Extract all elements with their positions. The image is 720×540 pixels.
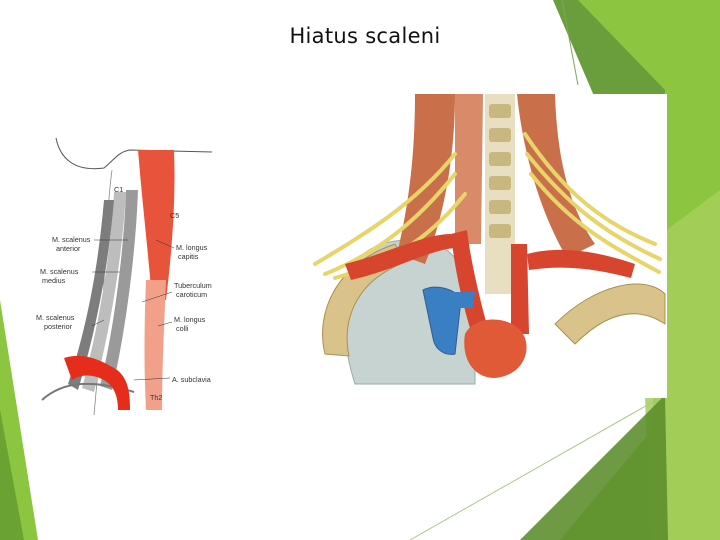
label-c1: C1 <box>114 185 123 194</box>
leader-line <box>133 377 171 381</box>
label-scalenus-anterior-1: M. scalenus <box>52 235 91 244</box>
vertebra <box>489 128 511 142</box>
label-scalenus-posterior-1: M. scalenus <box>36 313 75 322</box>
brachial-plexus-nerves <box>313 132 662 280</box>
subclavian-artery <box>64 355 130 410</box>
scalenus-posterior-muscle <box>68 200 114 390</box>
label-longus-colli-2: colli <box>176 324 189 333</box>
longus-colli-muscle <box>144 280 166 410</box>
label-subclavia: A. subclavia <box>172 375 211 384</box>
slide-title: Hiatus scaleni <box>289 24 441 48</box>
rib-right <box>554 283 666 345</box>
decor-shape-left-dark <box>0 410 24 540</box>
nerve <box>525 152 662 261</box>
leader-line <box>155 239 175 249</box>
label-scalenus-medius-2: medius <box>42 276 66 285</box>
vertebra <box>489 200 511 214</box>
label-longus-colli-1: M. longus <box>174 315 206 324</box>
nerve <box>313 152 457 266</box>
vertebra <box>489 224 511 238</box>
decor-shape-deep <box>520 395 668 540</box>
vertebra <box>489 104 511 118</box>
subclavian-artery-right <box>527 249 635 278</box>
label-longus-capitis-2: capitis <box>178 252 199 261</box>
label-c5: C5 <box>170 211 179 220</box>
label-scalenus-posterior-2: posterior <box>44 322 73 331</box>
label-longus-capitis-1: M. longus <box>176 243 208 252</box>
label-scalenus-anterior-2: anterior <box>56 244 81 253</box>
anatomy-illustration <box>305 94 667 398</box>
cervical-spine <box>485 94 515 294</box>
nerve <box>523 132 657 246</box>
aortic-arch <box>464 319 527 378</box>
common-carotid-artery <box>451 230 491 344</box>
decor-thin-line <box>561 0 579 86</box>
leader-line <box>141 291 173 303</box>
vertebrae <box>489 104 511 238</box>
longus-capitis-muscle <box>138 150 175 300</box>
skull-outline <box>55 137 213 170</box>
decor-thin-line <box>409 394 666 540</box>
scalenus-anterior-muscle <box>100 190 138 390</box>
label-scalenus-medius-1: M. scalenus <box>40 267 79 276</box>
vertebral-artery <box>511 244 529 334</box>
label-tuberculum-2: caroticum <box>176 290 207 299</box>
scalenus-medius-muscle <box>82 192 126 392</box>
leader-line <box>91 319 105 327</box>
nerve <box>529 172 661 274</box>
leader-line <box>157 321 173 327</box>
vertebra <box>489 152 511 166</box>
subclavian-artery-left <box>345 234 455 280</box>
vertebra <box>489 176 511 190</box>
internal-jugular-vein <box>445 292 475 308</box>
label-tuberculum-1: Tuberculum <box>174 281 212 290</box>
label-th2: Th2 <box>150 393 162 402</box>
neck-muscles <box>455 94 483 244</box>
scalene-diagram: C1 C5 M. scalenus anterior M. scalenus m… <box>36 137 213 416</box>
nerve <box>323 172 457 276</box>
